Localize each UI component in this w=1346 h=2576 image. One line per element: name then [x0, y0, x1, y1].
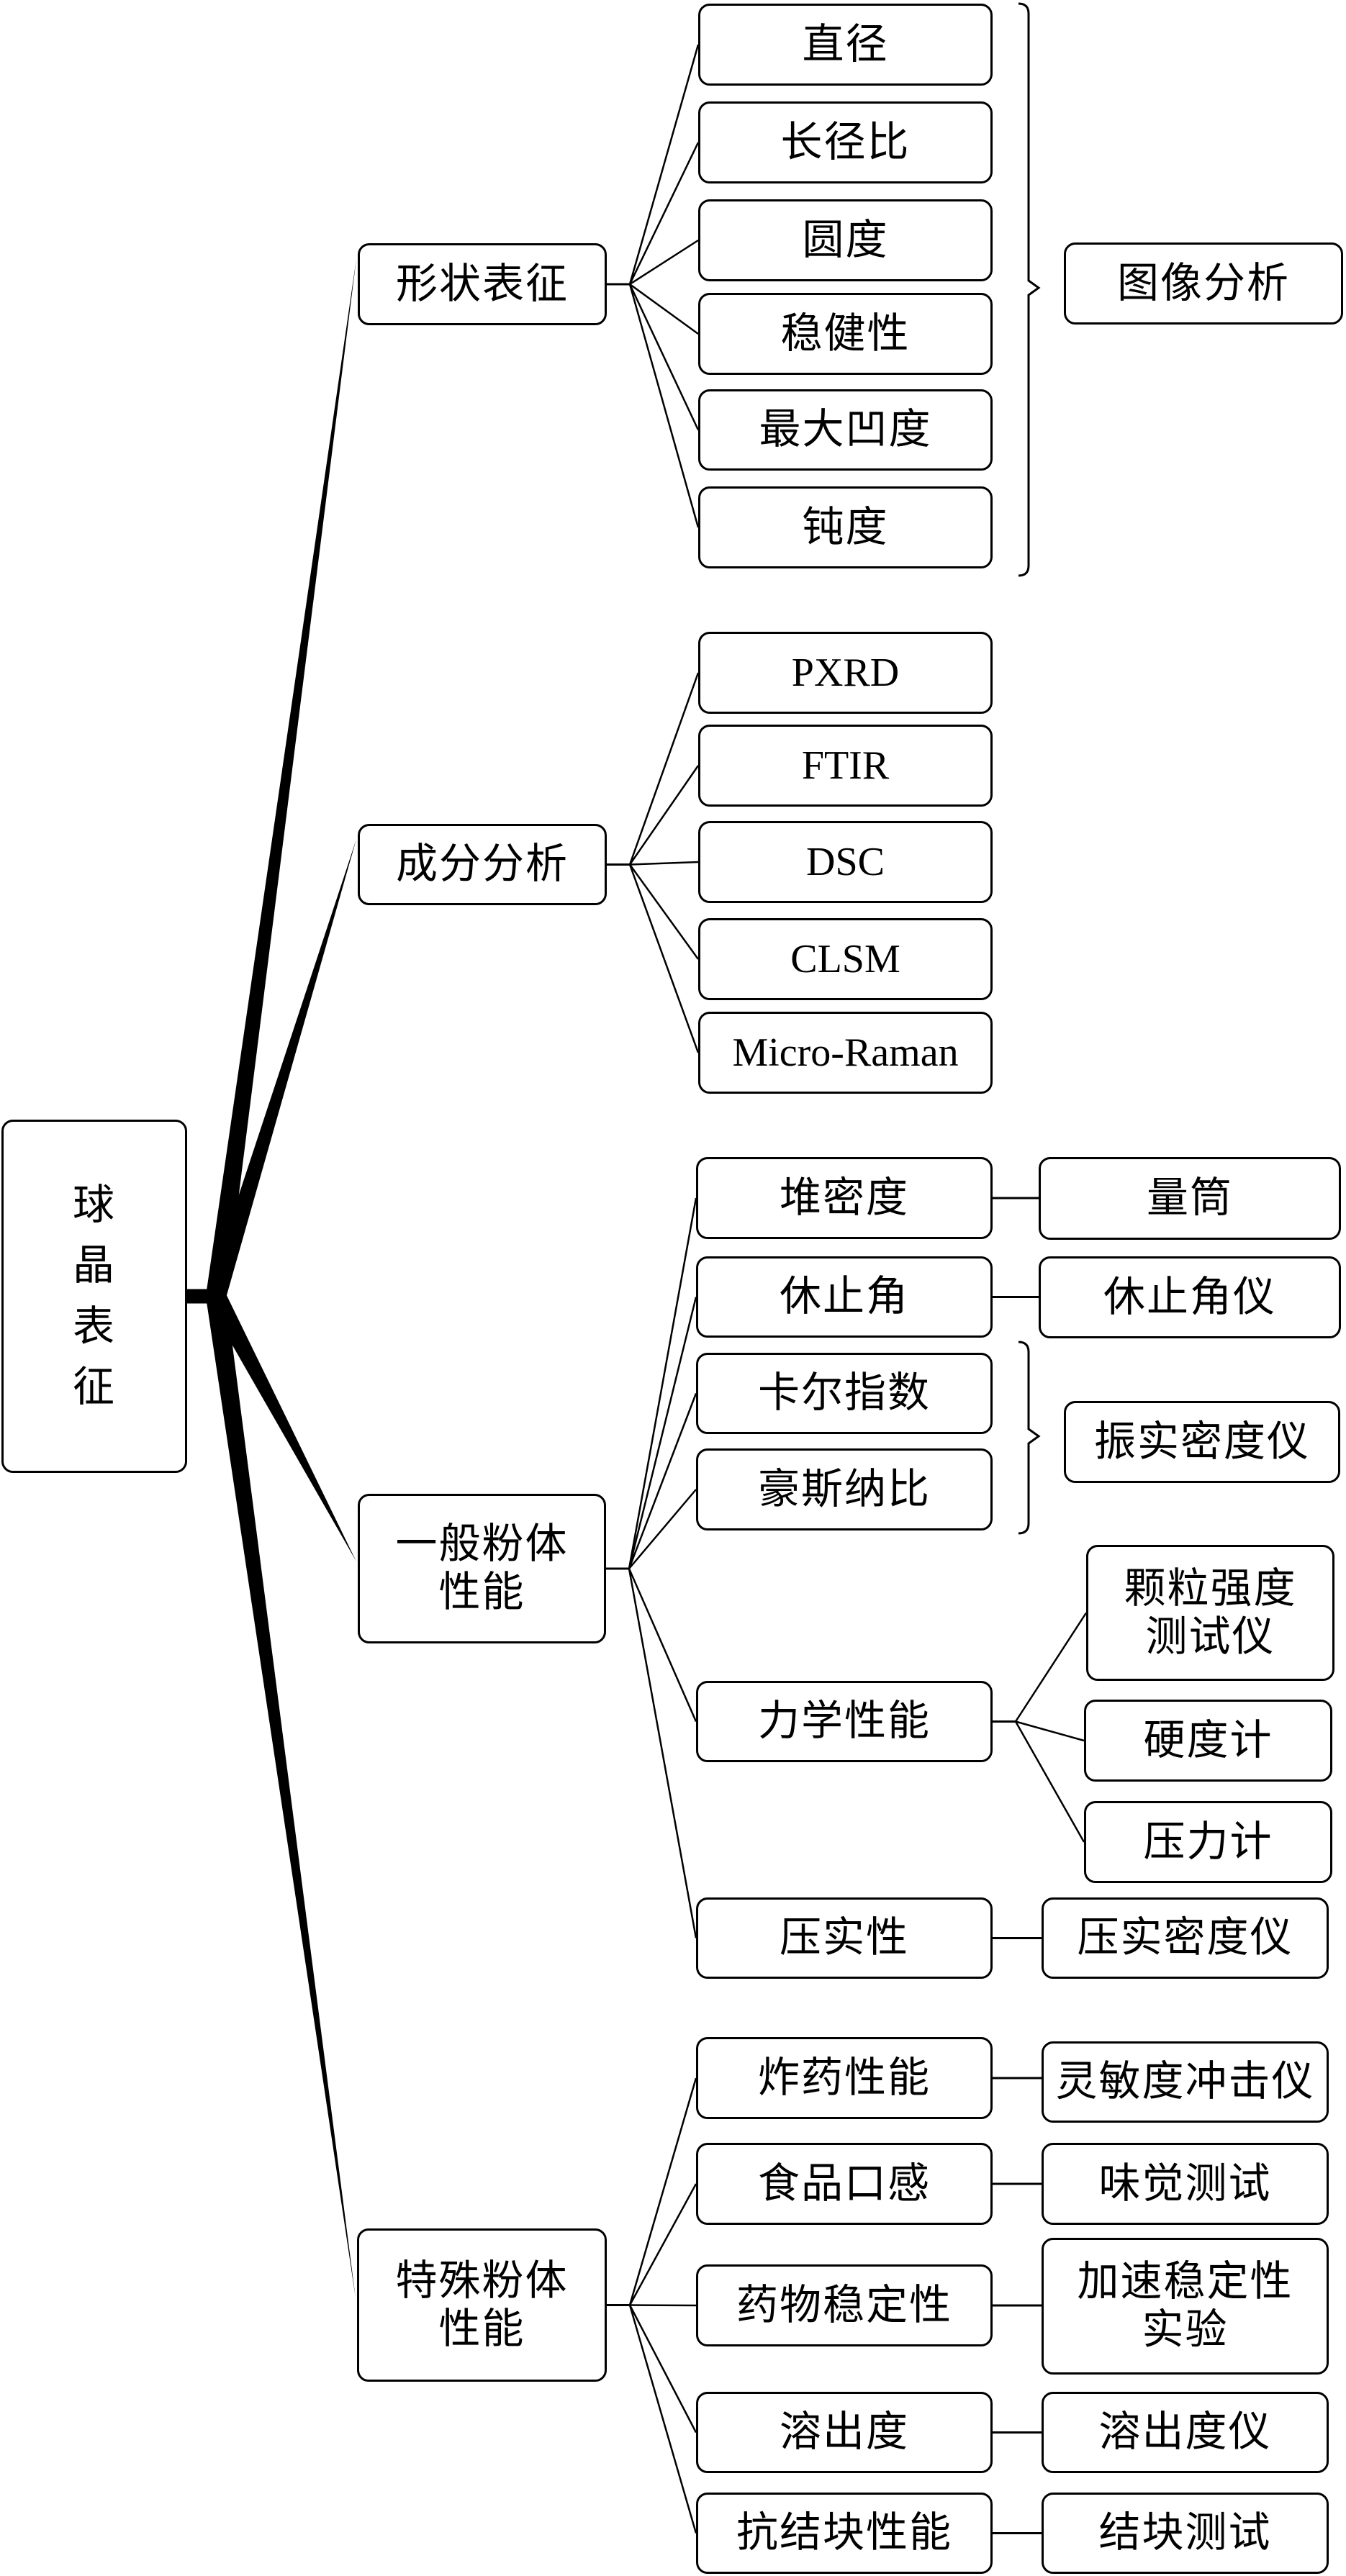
method-accelerated-stability-test: 加速稳定性 实验: [1042, 2238, 1329, 2375]
item-dissolution: 溶出度: [696, 2392, 993, 2473]
general-fan-branch-3: [628, 1489, 697, 1569]
item-hausner-ratio: 豪斯纳比: [696, 1448, 993, 1530]
item-clsm: CLSM: [698, 918, 993, 1000]
item-solidity: 稳健性: [698, 293, 993, 375]
root-node: 球 晶 表 征: [1, 1120, 187, 1473]
brace-image-analysis: [1018, 2, 1041, 577]
method-taste-test: 味觉测试: [1042, 2143, 1329, 2225]
brace-tap-density: [1018, 1341, 1041, 1535]
method-particle-strength-tester: 颗粒强度 测试仪: [1086, 1545, 1334, 1681]
shape-fan-branch-2: [629, 239, 699, 286]
method-caking-test: 结块测试: [1042, 2493, 1329, 2574]
composition-fan-branch-4: [628, 864, 700, 1053]
general-fan-branch-2: [628, 1393, 697, 1569]
special-fan-branch-2: [629, 2304, 697, 2307]
item-dsc: DSC: [698, 821, 993, 903]
category-general-powder-properties: 一般粉体 性能: [358, 1494, 606, 1643]
method-repose-angle-tester: 休止角仪: [1039, 1256, 1341, 1338]
shape-fan-branch-4: [628, 284, 700, 431]
item-diameter: 直径: [698, 4, 993, 86]
item-aspect-ratio: 长径比: [698, 101, 993, 183]
shape-fan-branch-5: [628, 284, 700, 528]
item-mechanical-properties: 力学性能: [696, 1681, 993, 1762]
item-bluntness: 钝度: [698, 486, 993, 568]
method-pressure-gauge: 压力计: [1084, 1801, 1332, 1883]
special-fan-branch-0: [628, 2077, 697, 2305]
special-fan-branch-1: [628, 2183, 697, 2306]
composition-fan-branch-3: [628, 863, 700, 960]
category-special-powder-properties: 特殊粉体 性能: [357, 2228, 607, 2382]
item-micro-raman: Micro-Raman: [698, 1012, 993, 1094]
item-carr-index: 卡尔指数: [696, 1353, 993, 1434]
mechanical-fan-branch-0: [1014, 1612, 1088, 1723]
trunk-branch-1: [206, 839, 356, 1300]
shape-fan-branch-0: [628, 44, 700, 285]
special-fan-branch-3: [628, 2304, 697, 2434]
mechanical-fan-branch-2: [1014, 1720, 1085, 1843]
general-fan-branch-1: [628, 1297, 697, 1569]
item-ftir: FTIR: [698, 725, 993, 807]
item-pxrd: PXRD: [698, 632, 993, 714]
composition-fan-branch-2: [629, 861, 699, 866]
method-tap-density-tester: 振实密度仪: [1064, 1401, 1340, 1483]
general-fan-branch-0: [628, 1197, 697, 1569]
item-food-mouthfeel: 食品口感: [696, 2143, 993, 2225]
item-bulk-density: 堆密度: [696, 1157, 993, 1239]
method-compaction-density-tester: 压实密度仪: [1042, 1897, 1329, 1979]
method-dissolution-tester: 溶出度仪: [1042, 2392, 1329, 2473]
item-compactibility: 压实性: [696, 1897, 993, 1979]
trunk-branch-3: [206, 1294, 356, 2298]
item-angle-of-repose: 休止角: [696, 1256, 993, 1338]
category-composition-analysis: 成分分析: [358, 824, 607, 905]
method-image-analysis: 图像分析: [1064, 242, 1343, 325]
item-explosive-performance: 炸药性能: [696, 2037, 993, 2119]
general-fan-branch-4: [628, 1568, 697, 1723]
trunk-branch-0: [206, 259, 356, 1298]
method-hardness-tester: 硬度计: [1084, 1700, 1332, 1782]
shape-fan-branch-3: [629, 283, 699, 335]
item-max-concavity: 最大凹度: [698, 389, 993, 471]
composition-fan-branch-0: [628, 672, 700, 865]
composition-fan-branch-1: [628, 765, 700, 866]
mechanical-fan-branch-1: [1015, 1720, 1085, 1742]
shape-fan-branch-1: [628, 142, 700, 285]
method-graduated-cylinder: 量筒: [1039, 1157, 1341, 1240]
special-fan-branch-4: [628, 2305, 697, 2534]
category-shape-characterization: 形状表征: [358, 243, 607, 325]
method-impact-sensitivity-tester: 灵敏度冲击仪: [1042, 2041, 1329, 2123]
item-roundness: 圆度: [698, 199, 993, 281]
item-drug-stability: 药物稳定性: [696, 2264, 993, 2346]
item-anti-caking: 抗结块性能: [696, 2493, 993, 2574]
general-fan-branch-5: [628, 1568, 697, 1938]
trunk-branch-2: [207, 1291, 356, 1561]
